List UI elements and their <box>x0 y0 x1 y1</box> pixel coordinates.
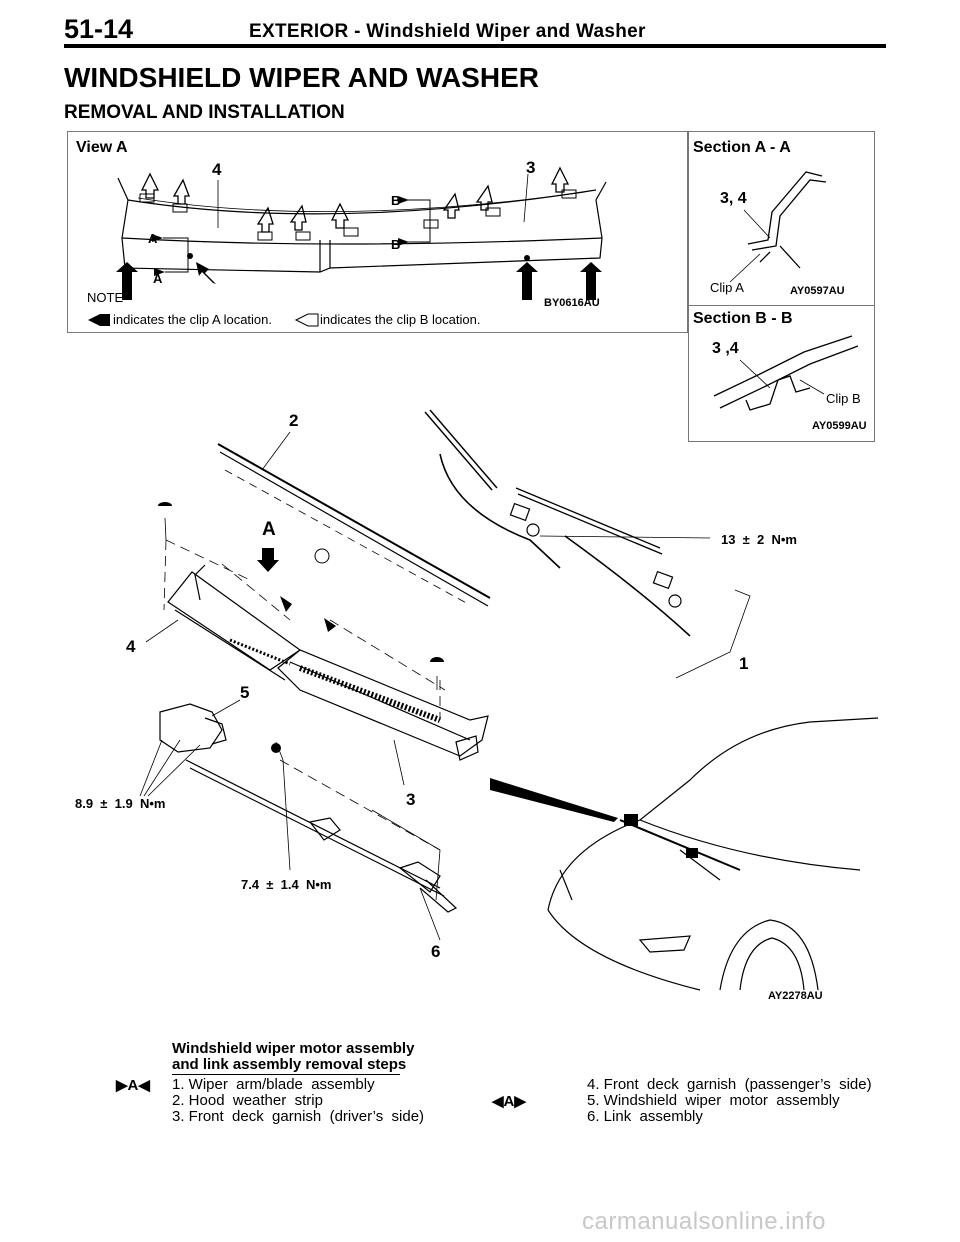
page-number: 51-14 <box>64 14 134 44</box>
view-a-clip-b-icons <box>140 166 570 233</box>
wiper-motor-drawing <box>159 699 241 753</box>
section-aa-drawing <box>729 171 827 283</box>
step-item-2: 2. Hood weather strip <box>172 1092 323 1109</box>
torque-wiper-arm: 13 ± 2 N•m <box>721 532 797 547</box>
note-text-clip-b: indicates the clip B location. <box>320 312 481 327</box>
callout-5: 5 <box>240 683 250 702</box>
view-a-clip-fasteners <box>139 189 577 241</box>
step-item-3: 3. Front deck garnish (driver’s side) <box>172 1108 425 1125</box>
callout-a-arrow: A <box>262 519 276 540</box>
note-label: NOTE <box>87 290 124 305</box>
clip-a-label: Clip A <box>710 280 744 295</box>
section-bb-figure-code: AY0599AU <box>812 420 867 432</box>
page-header-title: EXTERIOR - Windshield Wiper and Washer <box>249 21 646 42</box>
view-a-label-b-lower: B <box>391 237 401 252</box>
view-a-figure-code: BY0616AU <box>544 297 600 309</box>
clip-b-label: Clip B <box>826 391 861 406</box>
step-item-6: 6. Link assembly <box>587 1108 703 1125</box>
view-a-label-a-lower: A <box>153 271 163 286</box>
section-aa-title: Section A - A <box>693 139 791 156</box>
vehicle-pointer <box>490 778 618 822</box>
section-subtitle: REMOVAL AND INSTALLATION <box>64 102 345 123</box>
step-marker-install-a: ▶A◀ <box>116 1077 150 1094</box>
vehicle-outline-drawing <box>547 717 879 991</box>
steps-title-line-1: Windshield wiper motor assembly <box>172 1040 415 1057</box>
main-figure-code: AY2278AU <box>768 990 823 1002</box>
steps-title: Windshield wiper motor assembly and link… <box>172 1041 414 1073</box>
callout-1: 1 <box>739 654 749 673</box>
view-a-label-3: 3 <box>526 158 536 177</box>
link-assembly-drawing <box>185 759 458 941</box>
note-clip-b-icon <box>294 313 319 327</box>
wiper-arm-drawing <box>424 409 751 679</box>
section-title: WINDSHIELD WIPER AND WASHER <box>64 62 539 93</box>
watermark: carmanualsonline.info <box>582 1208 826 1235</box>
section-bb-drawing <box>713 335 859 411</box>
section-aa-figure-code: AY0597AU <box>790 285 845 297</box>
weather-strip-drawing <box>217 443 491 599</box>
view-a-arrow-icon <box>257 548 279 572</box>
steps-title-underline <box>172 1074 400 1075</box>
front-deck-garnish-drawing <box>167 564 489 761</box>
torque-link: 7.4 ± 1.4 N•m <box>241 877 332 892</box>
callout-6: 6 <box>431 942 441 961</box>
view-a-label-4: 4 <box>212 160 222 179</box>
view-a-clip-a-icons <box>88 196 602 326</box>
view-a-label-b-upper: B <box>391 193 401 208</box>
view-a-title: View A <box>76 139 128 156</box>
step-marker-removal-a: ◀A▶ <box>492 1093 526 1110</box>
torque-motor: 8.9 ± 1.9 N•m <box>75 796 166 811</box>
step-item-4: 4. Front deck garnish (passenger’s side) <box>587 1076 872 1093</box>
view-a-panel <box>67 131 688 333</box>
callout-4: 4 <box>126 637 136 656</box>
step-item-1: 1. Wiper arm/blade assembly <box>172 1076 375 1093</box>
note-text-clip-a: indicates the clip A location. <box>113 312 272 327</box>
section-bb-part-label: 3 ,4 <box>712 340 739 357</box>
header-rule <box>64 44 886 48</box>
view-a-cowl-drawing <box>117 177 607 273</box>
section-aa-part-label: 3, 4 <box>720 190 747 207</box>
section-bb-title: Section B - B <box>693 310 793 327</box>
step-item-5: 5. Windshield wiper motor assembly <box>587 1092 840 1109</box>
callout-2: 2 <box>289 411 299 430</box>
section-bb-panel <box>688 305 875 442</box>
steps-title-line-2: and link assembly removal steps <box>172 1056 407 1073</box>
callout-3: 3 <box>406 790 416 809</box>
